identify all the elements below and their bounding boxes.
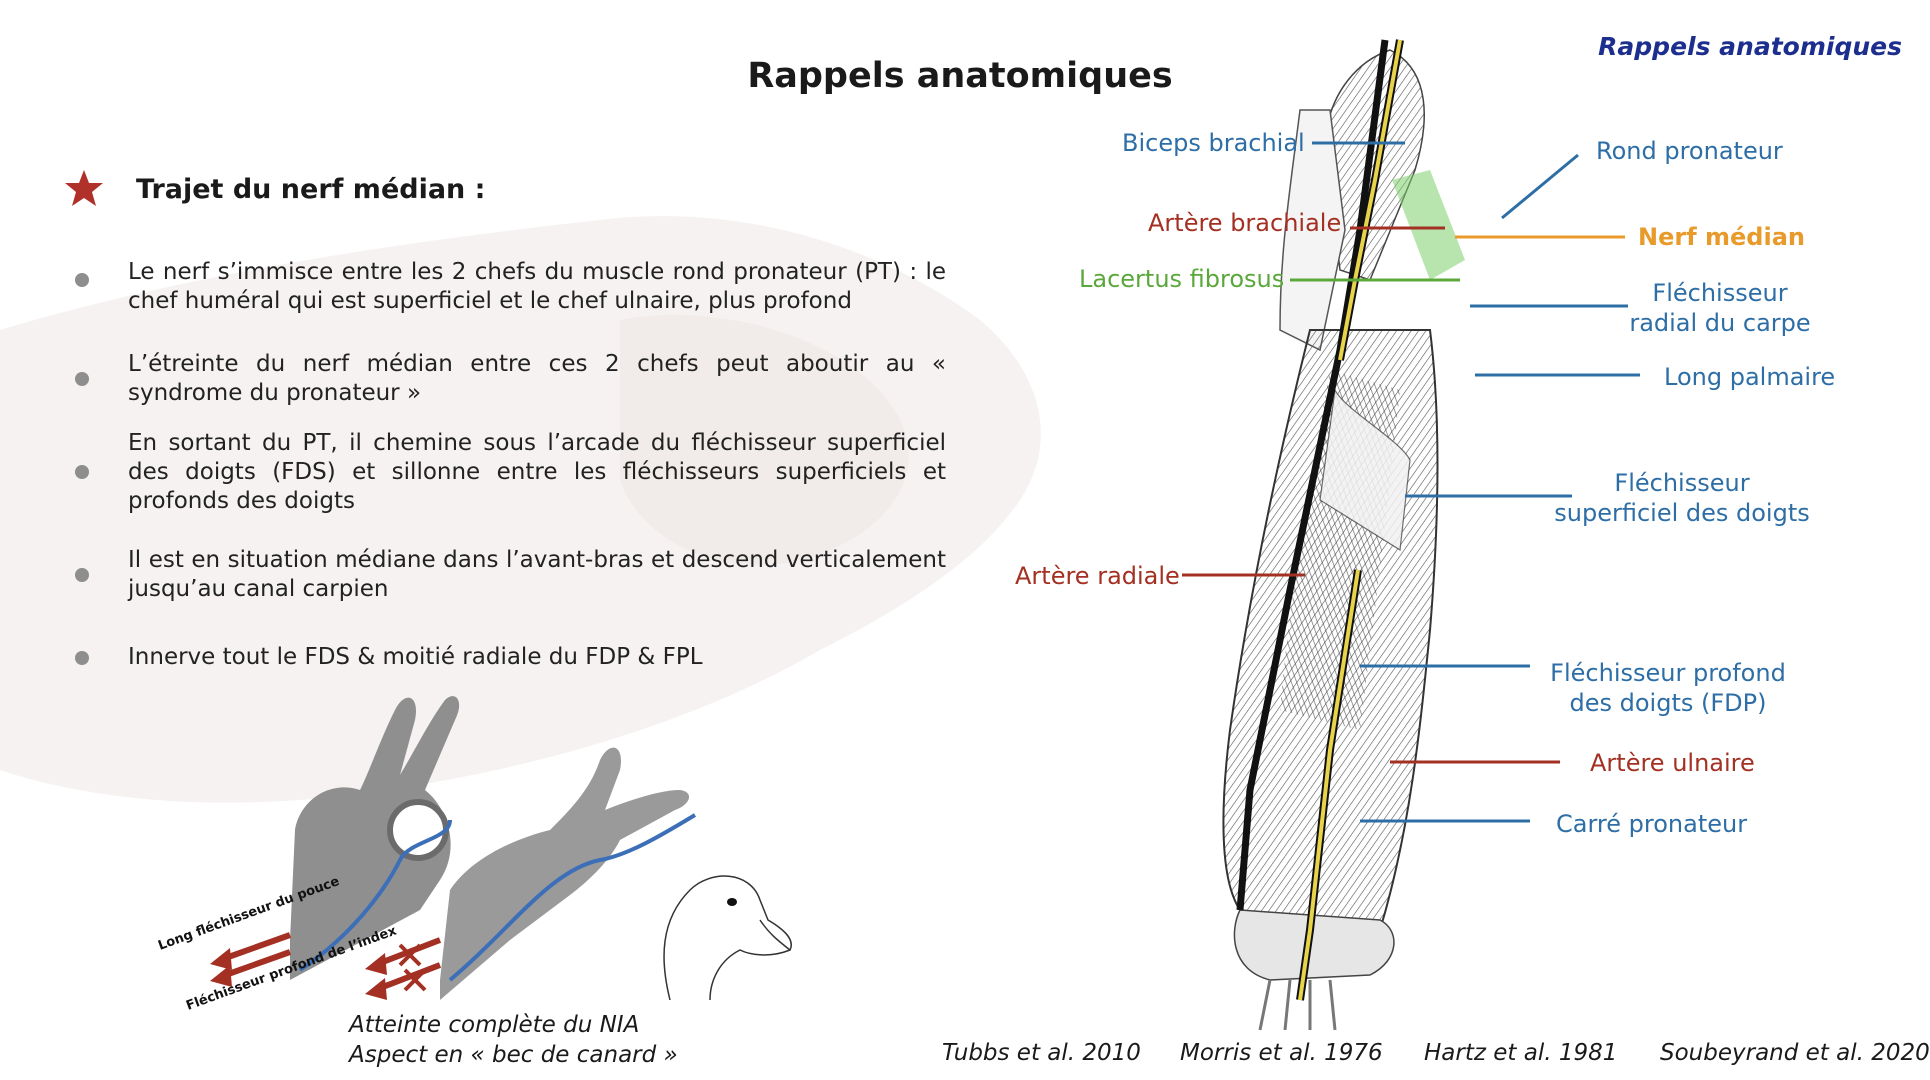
caption-line: Aspect en « bec de canard » — [349, 1042, 678, 1068]
reference-citation: Hartz et al. 1981 — [1424, 1040, 1618, 1066]
label-long-palmaire: Long palmaire — [1664, 363, 1836, 391]
bullet-text: Le nerf s’immisce entre les 2 chefs du m… — [128, 259, 946, 314]
caption-line: Atteinte complète du NIA — [349, 1012, 640, 1038]
bullet-dot — [75, 651, 89, 665]
label-line: superficiel des doigts — [1554, 499, 1810, 527]
bullet-text: Il est en situation médiane dans l’avant… — [128, 547, 946, 602]
label-flechisseur-profond: Fléchisseur profond des doigts (FDP) — [1548, 658, 1788, 718]
label-line: Fléchisseur — [1652, 279, 1788, 307]
label-nerf-median: Nerf médian — [1638, 223, 1805, 251]
corner-title: Rappels anatomiques — [1598, 32, 1902, 61]
label-line: Fléchisseur — [1614, 469, 1750, 497]
label-flechisseur-superficiel: Fléchisseur superficiel des doigts — [1552, 468, 1812, 528]
bullet-dot — [75, 273, 89, 287]
label-line: Fléchisseur profond — [1550, 659, 1786, 687]
hands-ok-sign-illustration: Long fléchisseur du pouce Fléchisseur pr… — [156, 696, 697, 1014]
duck-head-sketch — [663, 875, 792, 1001]
label-carre-pronateur: Carré pronateur — [1556, 810, 1748, 838]
reference-citation: Tubbs et al. 2010 — [942, 1040, 1141, 1066]
label-line: des doigts (FDP) — [1569, 689, 1767, 717]
bullet-dot — [75, 372, 89, 386]
star-icon — [65, 170, 103, 206]
label-flechisseur-radial: Fléchisseur radial du carpe — [1620, 278, 1820, 338]
reference-citation: Morris et al. 1976 — [1180, 1040, 1383, 1066]
label-artere-ulnaire: Artère ulnaire — [1590, 749, 1755, 777]
hand-figure-caption: Atteinte complète du NIA Aspect en « bec… — [349, 1010, 678, 1070]
label-lacertus: Lacertus fibrosus — [1079, 265, 1285, 293]
section-title: Trajet du nerf médian : — [136, 174, 486, 205]
bullet-text: En sortant du PT, il chemine sous l’arca… — [128, 430, 946, 514]
label-line: radial du carpe — [1629, 309, 1811, 337]
forearm-anatomy-illustration — [1222, 39, 1465, 1031]
bullet-dot — [75, 465, 89, 479]
label-artere-radiale: Artère radiale — [1015, 562, 1180, 590]
bullet-dot — [75, 568, 89, 582]
label-biceps: Biceps brachial — [1122, 129, 1305, 157]
label-artere-brachiale: Artère brachiale — [1148, 209, 1342, 237]
label-rond-pronateur: Rond pronateur — [1596, 137, 1783, 165]
bullet-text: L’étreinte du nerf médian entre ces 2 ch… — [128, 351, 946, 406]
reference-citation: Soubeyrand et al. 2020 — [1660, 1040, 1930, 1066]
page-title: Rappels anatomiques — [747, 56, 1173, 96]
background-hand-watermark — [0, 216, 1041, 803]
bullet-text: Innerve tout le FDS & moitié radiale du … — [128, 644, 703, 670]
